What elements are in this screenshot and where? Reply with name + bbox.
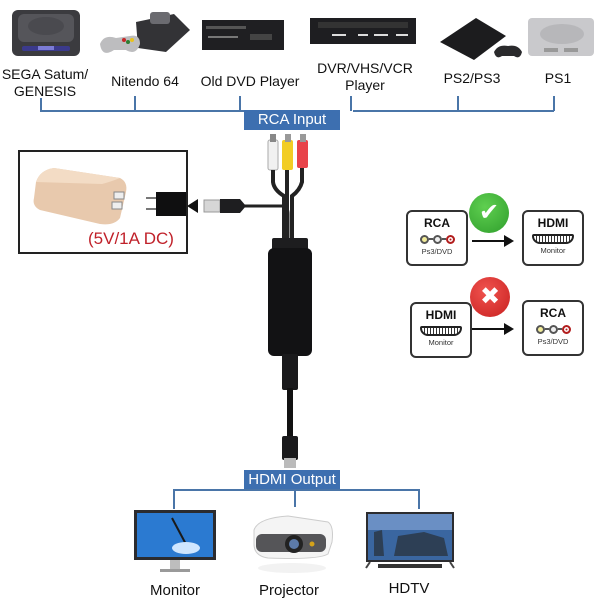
rca-to-hdmi-converter-cable — [244, 134, 312, 468]
rca-connectors-icon — [408, 233, 466, 245]
compat-card-hdmi-source: HDMI Monitor — [410, 302, 472, 358]
rca-connectors-icon — [524, 323, 582, 335]
power-bank-icon — [33, 168, 127, 225]
hdmi-port-icon — [532, 234, 574, 244]
compat-card-rca-source: RCA Ps3/DVD — [406, 210, 468, 266]
device-label-ps1: PS1 — [544, 70, 572, 86]
device-label-vcr: DVR/VHS/VCR Player — [317, 60, 413, 93]
compat-card-subtitle: Ps3/DVD — [421, 247, 453, 256]
device-label-dvd: Old DVD Player — [200, 73, 300, 89]
wall-adapter-icon — [146, 192, 186, 216]
monitor-icon — [134, 510, 216, 572]
projector-icon — [253, 515, 333, 573]
compat-card-subtitle: Monitor — [428, 338, 454, 347]
dvd-player-icon — [202, 20, 284, 50]
rca-plug-red — [297, 134, 308, 168]
vcr-player-icon — [310, 18, 416, 44]
arrow-right-icon — [472, 323, 514, 335]
hdtv-icon — [365, 512, 455, 569]
device-label-ps3: PS2/PS3 — [443, 70, 501, 86]
output-label-monitor: Monitor — [149, 582, 201, 599]
compat-card-title: HDMI — [425, 308, 457, 322]
compat-card-hdmi-target: HDMI Monitor — [522, 210, 584, 266]
usb-plug-icon — [203, 199, 246, 213]
power-spec-label: (5V/1A DC) — [88, 229, 174, 248]
ps1-console-icon — [528, 18, 594, 56]
output-label-projector: Projector — [258, 582, 320, 599]
arrow-left-icon — [187, 199, 198, 213]
ps3-console-icon — [440, 18, 522, 60]
arrow-right-icon — [472, 235, 514, 247]
rca-plug-white — [267, 134, 279, 171]
rca-input-tag: RCA Input — [244, 110, 340, 130]
compat-card-subtitle: Ps3/DVD — [537, 337, 569, 346]
output-label-hdtv: HDTV — [388, 580, 430, 597]
hdmi-port-icon — [420, 326, 462, 336]
compat-card-title: RCA — [424, 216, 450, 230]
sega-saturn-console-icon — [12, 10, 80, 56]
hdmi-output-tag: HDMI Output — [244, 470, 340, 490]
compat-card-title: HDMI — [537, 216, 569, 230]
nintendo-64-console-icon — [100, 12, 190, 53]
cross-badge-icon: ✖ — [470, 277, 510, 317]
compat-card-rca-target: RCA Ps3/DVD — [522, 300, 584, 356]
device-label-n64: Nitendo 64 — [111, 73, 179, 89]
rca-plug-yellow — [282, 134, 293, 170]
compat-card-subtitle: Monitor — [540, 246, 566, 255]
check-badge-icon: ✔ — [469, 193, 509, 233]
power-source-box: (5V/1A DC) — [18, 150, 188, 254]
compat-card-title: RCA — [540, 306, 566, 320]
device-label-sega: SEGA Satum/ GENESIS — [1, 66, 89, 99]
